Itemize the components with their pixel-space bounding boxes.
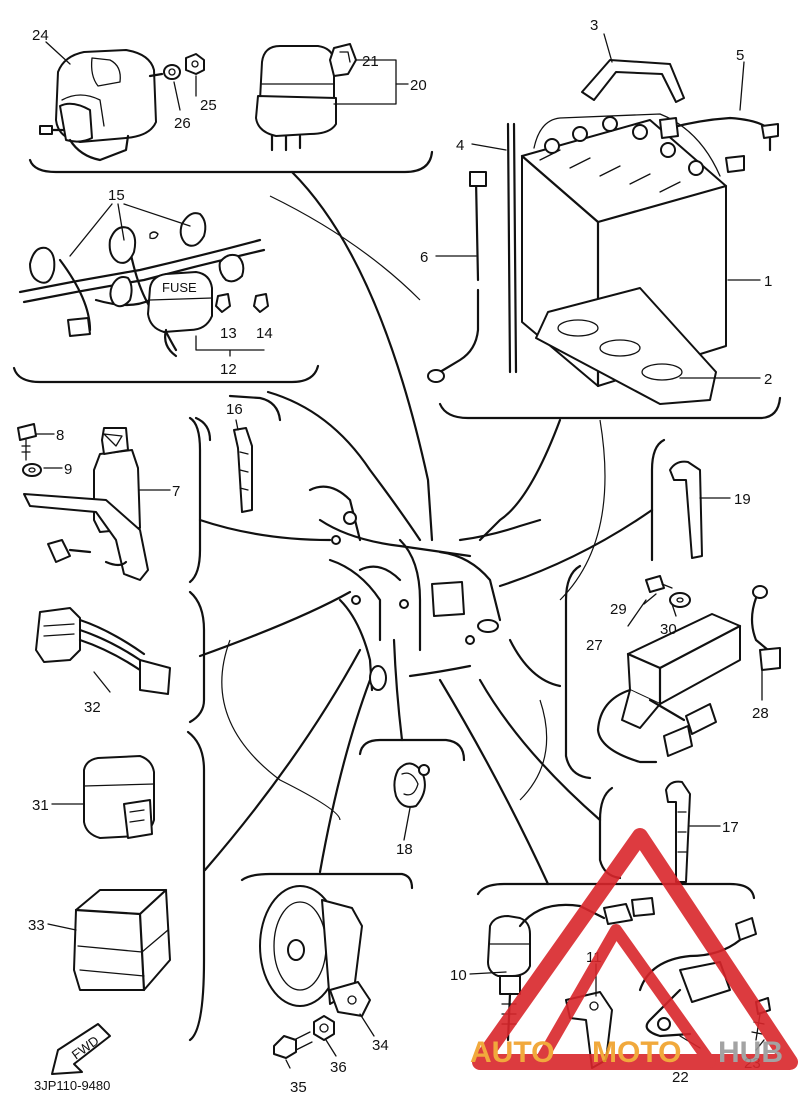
callout-12: 12 bbox=[220, 361, 237, 378]
rectifier-regulator-27 bbox=[596, 613, 742, 764]
callout-34: 34 bbox=[372, 1037, 389, 1054]
breather-pipe-4 bbox=[506, 122, 518, 374]
callout-24: 24 bbox=[32, 27, 49, 44]
diagram-code: 3JP110-9480 bbox=[34, 1078, 110, 1093]
leaders-15 bbox=[69, 203, 191, 257]
callout-1: 1 bbox=[764, 273, 772, 290]
fuse-box-12: FUSE bbox=[147, 271, 213, 358]
main-switch-7 bbox=[23, 427, 149, 581]
callout-20: 20 bbox=[410, 77, 427, 94]
callout-27: 27 bbox=[586, 637, 603, 654]
bracket-20-21 bbox=[333, 59, 409, 105]
horn-34 bbox=[259, 885, 371, 1017]
callout-7: 7 bbox=[172, 483, 180, 500]
watermark-logo: AUTO MOTO HUB bbox=[470, 828, 798, 1070]
fuse-13 bbox=[215, 293, 231, 313]
lead-wire-32 bbox=[35, 607, 171, 695]
nut-36 bbox=[313, 1015, 335, 1041]
relay-33 bbox=[73, 888, 171, 992]
callout-14: 14 bbox=[256, 325, 273, 342]
washer-26 bbox=[163, 64, 181, 80]
callout-15: 15 bbox=[108, 187, 125, 204]
callout-19: 19 bbox=[734, 491, 751, 508]
clamp-18 bbox=[393, 762, 430, 808]
fuse-box-label: FUSE bbox=[162, 280, 197, 295]
wire-harness-clamps-15 bbox=[18, 212, 266, 352]
callout-10: 10 bbox=[450, 967, 467, 984]
callout-2: 2 bbox=[764, 371, 772, 388]
screw-8 bbox=[17, 423, 37, 461]
bolt-29 bbox=[645, 575, 673, 593]
callout-leaders bbox=[35, 33, 765, 1069]
callout-33: 33 bbox=[28, 917, 45, 934]
callout-28: 28 bbox=[752, 705, 769, 722]
callout-17: 17 bbox=[722, 819, 739, 836]
sensor-22 bbox=[638, 917, 757, 1038]
plastic-band-17 bbox=[665, 780, 691, 883]
callout-26: 26 bbox=[174, 115, 191, 132]
callout-32: 32 bbox=[84, 699, 101, 716]
nut-25 bbox=[185, 53, 205, 75]
wire-harness-main bbox=[308, 485, 542, 692]
watermark-auto: AUTO bbox=[470, 1036, 554, 1069]
negative-cable-6 bbox=[427, 171, 487, 383]
callout-4: 4 bbox=[456, 137, 464, 154]
callout-6: 6 bbox=[420, 249, 428, 266]
washer-9 bbox=[22, 463, 42, 477]
battery-pad-2 bbox=[535, 287, 717, 405]
watermark-moto: MOTO bbox=[592, 1036, 681, 1069]
callout-numbers: 1 2 3 4 5 6 7 8 9 10 11 12 13 14 15 16 1… bbox=[28, 17, 772, 1096]
battery-cable-5 bbox=[659, 116, 779, 173]
group-outlines bbox=[12, 150, 782, 1042]
callout-5: 5 bbox=[736, 47, 744, 64]
callout-30: 30 bbox=[660, 621, 677, 638]
callout-3: 3 bbox=[590, 17, 598, 34]
callout-31: 31 bbox=[32, 797, 49, 814]
callout-29: 29 bbox=[610, 601, 627, 618]
lead-28 bbox=[750, 585, 781, 671]
harness-leaders bbox=[198, 170, 654, 886]
callout-35: 35 bbox=[290, 1079, 307, 1096]
relay-31 bbox=[83, 755, 155, 839]
plastic-band-19 bbox=[669, 460, 703, 559]
fuse-14 bbox=[253, 293, 269, 313]
starter-relay-20 bbox=[255, 45, 337, 152]
plastic-band-16 bbox=[233, 427, 253, 513]
callout-9: 9 bbox=[64, 461, 72, 478]
flasher-relay-24 bbox=[39, 49, 164, 162]
callout-25: 25 bbox=[200, 97, 217, 114]
callout-36: 36 bbox=[330, 1059, 347, 1076]
callout-21: 21 bbox=[362, 53, 379, 70]
callout-16: 16 bbox=[226, 401, 243, 418]
watermark-hub: HUB bbox=[718, 1036, 783, 1069]
callout-13: 13 bbox=[220, 325, 237, 342]
washer-30 bbox=[669, 592, 691, 608]
bolt-35 bbox=[273, 1031, 313, 1059]
callout-22: 22 bbox=[672, 1069, 689, 1086]
callout-18: 18 bbox=[396, 841, 413, 858]
battery-band-3 bbox=[581, 59, 685, 103]
bracket-12 bbox=[195, 335, 265, 357]
forward-arrow: FWD bbox=[51, 1023, 111, 1075]
callout-8: 8 bbox=[56, 427, 64, 444]
fuse-21 bbox=[329, 43, 357, 77]
